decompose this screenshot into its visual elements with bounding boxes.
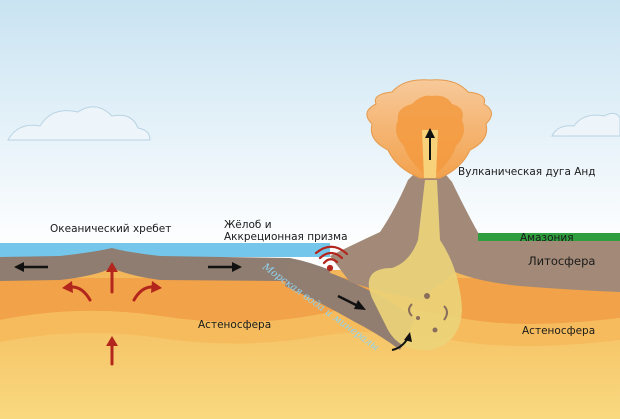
ocean [0, 243, 330, 257]
subducting-slab [285, 262, 415, 350]
label-asthenosphere-right: Астеносфера [522, 325, 595, 337]
plate-motion-arrow-icon [14, 262, 366, 310]
eruption-arrow-icon [425, 128, 435, 160]
label-asthenosphere-left: Астеносфера [198, 319, 271, 331]
label-lithosphere: Литосфера [528, 254, 595, 268]
convection-arrow-icon [62, 262, 162, 366]
cloud-left [7, 106, 151, 141]
magma-flow-arrow [391, 332, 412, 351]
label-trench-line2: Аккреционная призма [224, 231, 348, 243]
label-amazonia: Амазония [520, 232, 574, 244]
label-trench-line1: Жёлоб и [224, 219, 272, 231]
label-oceanic-ridge: Океанический хребет [50, 223, 171, 235]
label-volcanic-arc: Вулканическая дуга Анд [458, 166, 596, 178]
cloud-right [551, 112, 620, 137]
subduction-signal-icon [314, 245, 349, 272]
magma-chamber [368, 180, 462, 351]
oceanic-plate-left [0, 248, 330, 286]
amazonia-strip [478, 233, 620, 241]
magma-bubbles [408, 293, 448, 333]
asthenosphere-band-2 [0, 307, 620, 346]
